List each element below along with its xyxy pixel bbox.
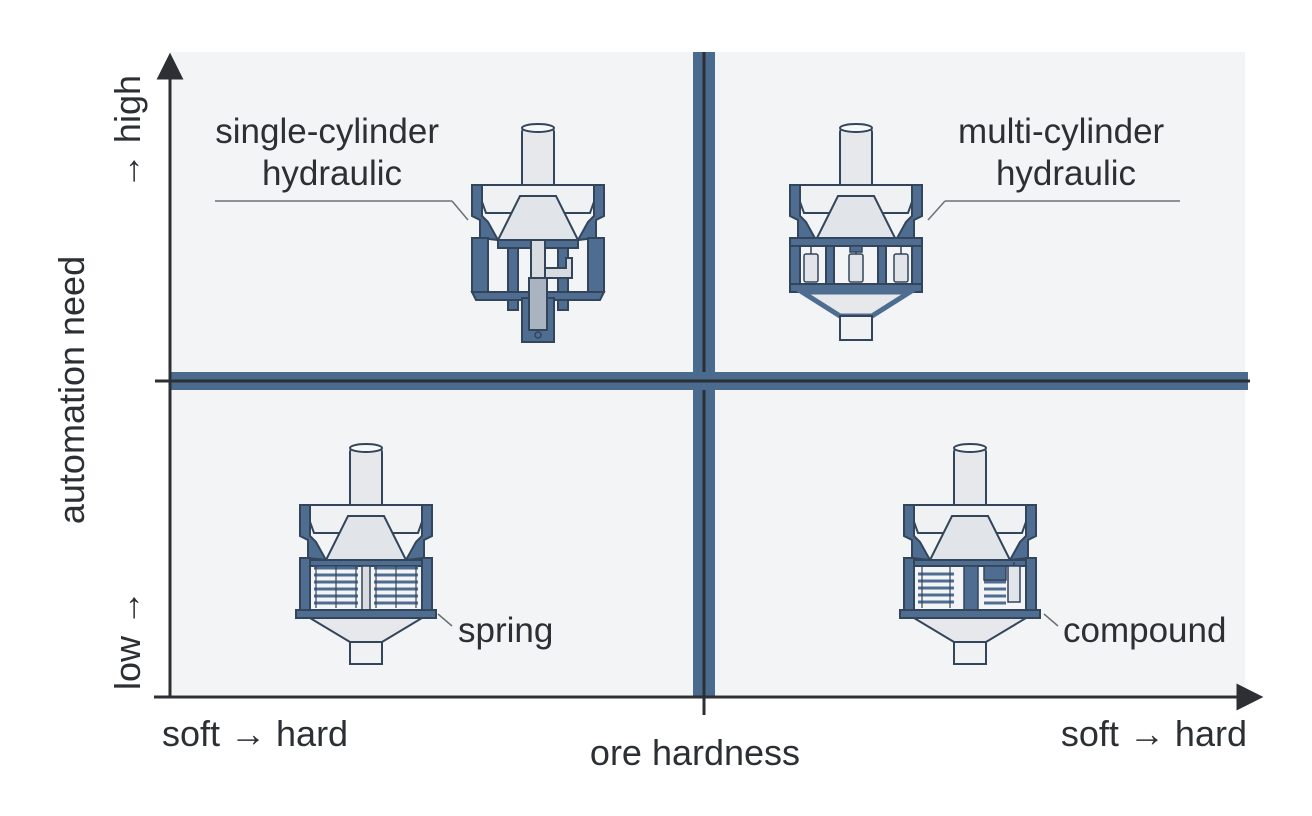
label-multi-cylinder-hydraulic: multi-cylinder hydraulic bbox=[958, 112, 1174, 193]
leader-line-spring bbox=[437, 613, 453, 627]
x-axis-right-label: soft → hard bbox=[1061, 713, 1247, 754]
label-single-cylinder-hydraulic: single-cylinder hydraulic bbox=[215, 112, 448, 193]
label-spring: spring bbox=[458, 611, 553, 650]
spring-crusher-icon bbox=[295, 443, 437, 665]
y-axis-title: automation need bbox=[51, 256, 92, 524]
y-axis-low-label: low → bbox=[107, 590, 148, 690]
single-cylinder-hydraulic-crusher-icon bbox=[470, 123, 606, 343]
quadrant-top-left-panel bbox=[170, 52, 695, 377]
x-axis-left-label: soft → hard bbox=[162, 713, 348, 754]
y-axis-high-label: → high bbox=[107, 75, 148, 189]
quadrant-bottom-left-panel bbox=[170, 390, 695, 695]
compound-crusher-icon bbox=[899, 443, 1041, 665]
label-compound: compound bbox=[1063, 611, 1226, 650]
quadrant-top-right-panel bbox=[715, 52, 1245, 377]
x-axis-title: ore hardness bbox=[590, 732, 800, 773]
leader-line-compound bbox=[1043, 613, 1059, 627]
multi-cylinder-hydraulic-crusher-icon bbox=[789, 123, 923, 341]
